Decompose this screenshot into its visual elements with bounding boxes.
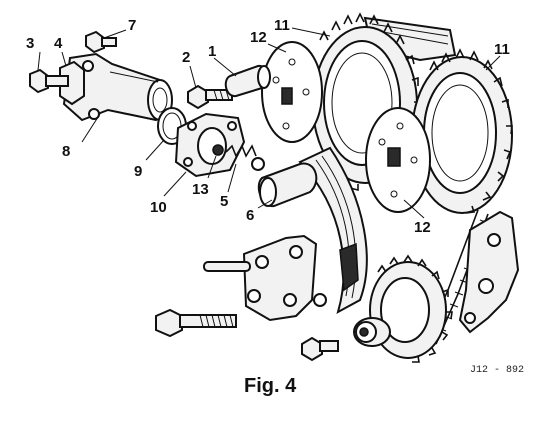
tensioner-piston xyxy=(257,162,318,208)
crank-hub xyxy=(353,317,391,347)
leader-lines xyxy=(37,27,501,219)
plug-top xyxy=(85,30,117,54)
callout-3: 3 xyxy=(26,35,34,52)
callout-2: 2 xyxy=(182,49,190,66)
crankshaft-sprocket xyxy=(369,254,453,363)
chain-tensioner-rail xyxy=(458,210,520,334)
sleeve xyxy=(224,64,271,98)
mounting-bracket xyxy=(242,234,318,322)
callout-4: 4 xyxy=(54,35,63,52)
check-valve-spring xyxy=(212,144,265,171)
bolt-left xyxy=(29,68,69,94)
callout-12-upper: 12 xyxy=(250,29,267,46)
lock-washer xyxy=(59,60,85,106)
callout-9: 9 xyxy=(134,163,142,180)
callout-11-right: 11 xyxy=(494,41,510,58)
dowel-pin xyxy=(203,261,251,272)
callout-5: 5 xyxy=(220,193,228,210)
drive-flange-upper xyxy=(261,41,323,143)
chain-guide-rail xyxy=(298,146,368,315)
callout-labels: 3 4 7 2 1 12 11 11 8 9 10 13 5 6 12 xyxy=(26,17,510,236)
long-bolt xyxy=(155,308,237,338)
figure-caption: Fig. 4 xyxy=(244,375,297,397)
drive-flange-lower xyxy=(365,107,431,213)
callout-12-lower: 12 xyxy=(414,219,431,236)
callout-8: 8 xyxy=(62,143,70,160)
callout-11-left: 11 xyxy=(274,17,290,34)
callout-10: 10 xyxy=(150,199,167,216)
callout-1: 1 xyxy=(208,43,216,60)
gasket-plate xyxy=(174,112,246,178)
bolt-middle xyxy=(187,84,233,110)
callout-6: 6 xyxy=(246,207,254,224)
camshaft-sprocket-right xyxy=(411,48,513,214)
callout-13: 13 xyxy=(192,181,209,198)
reference-code: J12 - 892 xyxy=(470,365,524,376)
small-bolt xyxy=(301,336,339,362)
callout-7: 7 xyxy=(128,17,136,34)
